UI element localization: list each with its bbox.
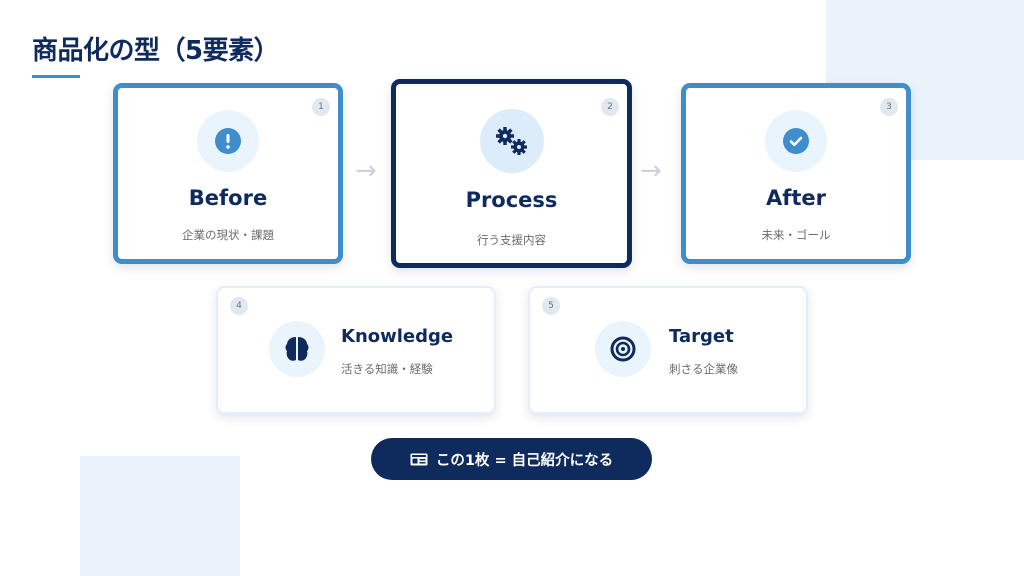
card-knowledge: 4 Knowledge 活きる知識・経験 [216, 286, 496, 414]
exclamation-circle-icon [215, 128, 241, 154]
step-badge: 2 [601, 98, 619, 116]
card-title: Target [669, 326, 734, 347]
summary-label: この1枚 = 自己紹介になる [435, 452, 614, 469]
card-title: Process [465, 188, 558, 212]
card-subtitle: 企業の現状・課題 [182, 228, 274, 242]
id-card-icon [410, 453, 428, 465]
icon-circle [765, 110, 827, 172]
summary-pill: この1枚 = 自己紹介になる [371, 438, 652, 480]
arrow-right-icon: → [355, 156, 377, 186]
step-badge: 4 [230, 297, 248, 315]
brain-icon [285, 337, 309, 361]
decor-block-bottom-left [80, 456, 240, 576]
step-badge: 5 [542, 297, 560, 315]
icon-circle [197, 110, 259, 172]
arrow-right-icon: → [640, 156, 662, 186]
icon-circle [480, 109, 544, 173]
card-title: Before [188, 186, 268, 210]
card-title: Knowledge [341, 326, 454, 347]
card-subtitle: 活きる知識・経験 [341, 362, 433, 376]
card-subtitle: 刺さる企業像 [669, 362, 738, 376]
card-target: 5 Target 刺さる企業像 [528, 286, 808, 414]
step-badge: 1 [312, 98, 330, 116]
card-subtitle: 未来・ゴール [761, 228, 831, 242]
title-underline [32, 75, 80, 78]
card-title: After [765, 186, 827, 210]
icon-circle [595, 321, 651, 377]
target-icon [610, 336, 636, 362]
page-title: 商品化の型（5要素） [32, 36, 280, 66]
card-process: 2 Process 行う支援内容 [391, 79, 632, 268]
step-badge: 3 [880, 98, 898, 116]
card-after: 3 After 未来・ゴール [681, 83, 911, 264]
card-before: 1 Before 企業の現状・課題 [113, 83, 343, 264]
gears-icon [496, 127, 527, 155]
icon-circle [269, 321, 325, 377]
check-circle-icon [783, 128, 809, 154]
card-subtitle: 行う支援内容 [477, 233, 546, 247]
